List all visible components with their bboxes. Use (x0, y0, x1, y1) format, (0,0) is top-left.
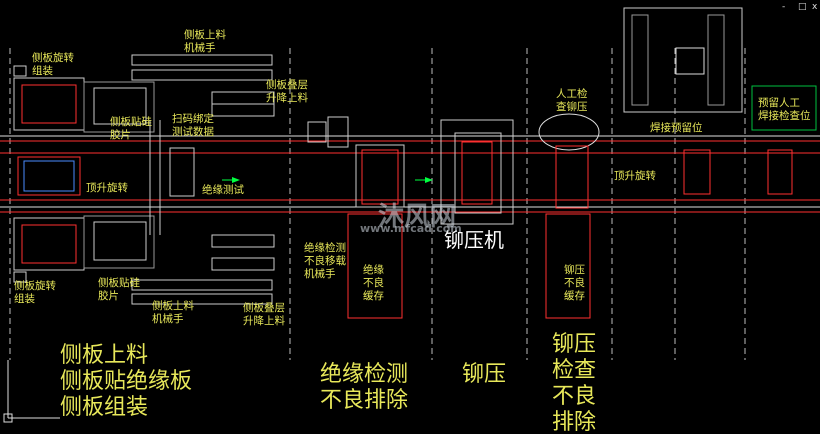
label-rivet-machine: 铆压机 (444, 228, 504, 252)
label-rivet-bad-buffer: 铆压 不良 缓存 (564, 264, 585, 302)
label-weld-reserve: 焊接预留位 (650, 122, 703, 134)
process-label-col3: 铆压 (462, 362, 507, 387)
watermark-brand: 沐风网 (378, 202, 457, 232)
label-side-load-robot-bottom: 侧板上料 机械手 (152, 300, 194, 325)
lower-side-panel-assembly (13, 215, 275, 305)
label-side-stack-lift-bottom: 侧板叠层 升降上料 (243, 302, 285, 327)
close-button[interactable]: x (812, 2, 818, 12)
manual-check-station (538, 113, 600, 319)
label-manual-check: 人工检 查铆压 (556, 88, 588, 113)
label-insul-bad-buffer: 绝缘 不良 缓存 (363, 264, 384, 302)
flow-arrows (222, 177, 433, 183)
insulation-station (307, 116, 405, 319)
label-insulation-test: 绝缘测试 (202, 184, 244, 196)
restore-button[interactable]: □ (798, 2, 807, 12)
left-jack-rotate (17, 120, 195, 235)
label-jack-rotate-right: 顶升旋转 (614, 170, 656, 182)
process-label-col4: 铆压 检查 不良 排除 (552, 332, 597, 434)
watermark-url: www.mfcad.com (360, 222, 462, 235)
minimize-button[interactable]: - (782, 2, 786, 12)
flow-arrow (232, 177, 240, 183)
main-conveyor (0, 135, 820, 213)
station-dividers (9, 48, 746, 360)
ucs-axis-icon (3, 360, 60, 423)
weld-reserve-station (623, 7, 817, 195)
label-side-adhere-top: 侧板贴硅 胶片 (110, 116, 152, 141)
process-label-col2: 绝缘检测 不良排除 (320, 362, 409, 413)
label-side-rotate-bottom: 侧板旋转 组装 (14, 280, 56, 305)
rivet-press-station (440, 119, 514, 225)
label-side-load-robot-top: 侧板上料 机械手 (184, 29, 226, 54)
process-label-col1: 侧板上料 侧板贴绝缘板 侧板组装 (60, 343, 193, 420)
label-reserve-manual-weld: 预留人工 焊接检查位 (758, 97, 811, 122)
upper-side-panel-assembly (13, 54, 275, 133)
label-insul-reject-robot: 绝缘检测 不良移载 机械手 (304, 242, 346, 280)
label-side-rotate-top: 侧板旋转 组装 (32, 52, 74, 77)
reserve-weld-box (751, 85, 817, 131)
label-jack-rotate-left: 顶升旋转 (86, 182, 128, 194)
label-scan-bind: 扫码绑定 测试数据 (172, 113, 214, 138)
label-side-adhere-bottom: 侧板贴硅 胶片 (98, 277, 140, 302)
label-side-stack-lift-top: 侧板叠层 升降上料 (266, 79, 308, 104)
flow-arrow (425, 177, 433, 183)
